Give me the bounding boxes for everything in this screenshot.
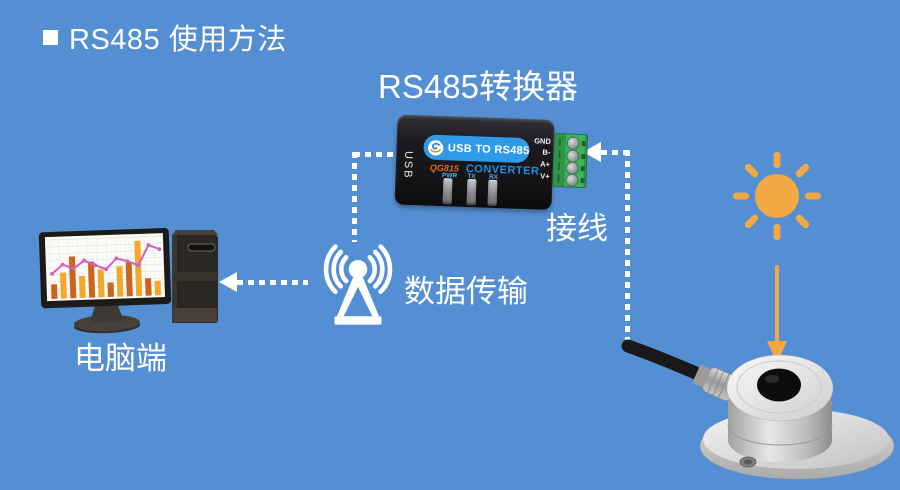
led-window-tx (466, 179, 477, 206)
connector-wiring-vertical (625, 150, 630, 348)
title-text: RS485 使用方法 (69, 24, 287, 56)
terminal-slot (557, 162, 561, 171)
terminal-screw (566, 136, 580, 150)
terminal-slot (558, 150, 561, 159)
usb-port-label: USB (401, 150, 415, 180)
wiring-label: 接线 (546, 211, 608, 246)
usb-rs485-badge: USB TO RS485 (423, 134, 530, 164)
terminal-notch (580, 177, 585, 184)
data-transfer-label: 数据传输 (404, 274, 528, 309)
pin-label-b-: B- (542, 147, 551, 157)
terminal-notch (581, 153, 586, 160)
sensor-window (757, 368, 801, 402)
connector-data-line (237, 280, 308, 285)
light-sensor-illustration (621, 339, 895, 480)
terminal-notch (580, 165, 585, 172)
terminal-slot (557, 174, 560, 183)
led-window-rx (487, 179, 498, 207)
terminal-notch (581, 140, 586, 147)
sun-icon (733, 152, 821, 240)
usb-rs485-converter: USB USB TO RS485 QG815 CONVERTER PWR TX … (394, 111, 597, 218)
page-title: RS485 使用方法 (43, 16, 287, 58)
antenna-icon (323, 244, 393, 325)
converter-body: USB USB TO RS485 QG815 CONVERTER PWR TX … (394, 114, 555, 210)
connector-usb-vertical (352, 152, 357, 242)
tower-icon (172, 230, 218, 323)
connector-usb-horizontal (354, 152, 398, 157)
led-window-pwr (442, 178, 453, 205)
pin-label-a+: A+ (540, 159, 551, 169)
terminal-block (552, 133, 589, 189)
monitor-icon (38, 227, 172, 334)
sunlight-arrow-line (775, 265, 779, 343)
converter-heading: RS485转换器 (378, 68, 578, 105)
computer-illustration (38, 227, 218, 334)
connector-wiring-horizontal (601, 150, 629, 155)
computer-label: 电脑端 (74, 341, 167, 376)
terminal-screw (565, 173, 579, 187)
converter-logo-icon (428, 139, 444, 155)
terminal-slot (558, 138, 561, 147)
screen-chart (45, 234, 164, 301)
arrow-to-computer-icon (219, 272, 237, 292)
title-bullet-icon (43, 29, 58, 45)
pin-label-v+: V+ (540, 171, 550, 181)
pin-label-gnd: GND (534, 136, 551, 146)
